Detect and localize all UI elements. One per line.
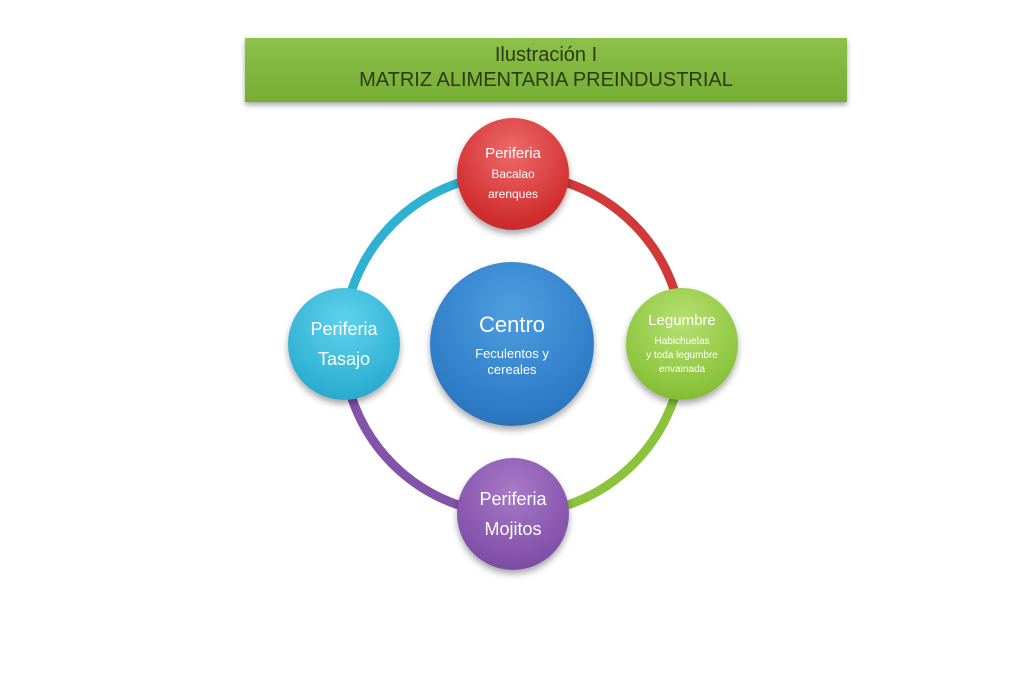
node-text: envainada <box>658 364 706 375</box>
node-text: Bacalao <box>491 167 535 181</box>
node-text: Feculentos y <box>475 346 549 361</box>
node-centro: Centro Feculentos y cereales <box>430 262 594 426</box>
title-line-2: MATRIZ ALIMENTARIA PREINDUSTRIAL <box>359 69 733 91</box>
title-banner: Ilustración I MATRIZ ALIMENTARIA PREINDU… <box>245 38 847 102</box>
node-text: Tasajo <box>317 349 371 369</box>
node-text: cereales <box>487 362 537 377</box>
node-heading: Periferia <box>485 145 541 162</box>
node-heading: Centro <box>478 312 546 337</box>
node-heading: Periferia <box>310 319 378 339</box>
node-text: arenques <box>487 187 539 201</box>
node-text: Mojitos <box>484 519 542 539</box>
title-line-1: Ilustración I <box>494 44 598 66</box>
node-periferia-mojitos: Periferia Mojitos <box>457 458 569 570</box>
node-heading: Legumbre <box>648 312 716 329</box>
node-heading: Periferia <box>479 489 547 509</box>
node-periferia-bacalao: Periferia Bacalao arenques <box>457 118 569 230</box>
node-periferia-tasajo: Periferia Tasajo <box>288 288 400 400</box>
node-legumbre: Legumbre Habichuelas y toda legumbre env… <box>626 288 738 400</box>
node-text: Habichuelas <box>654 336 710 347</box>
node-text: y toda legumbre <box>646 350 718 361</box>
